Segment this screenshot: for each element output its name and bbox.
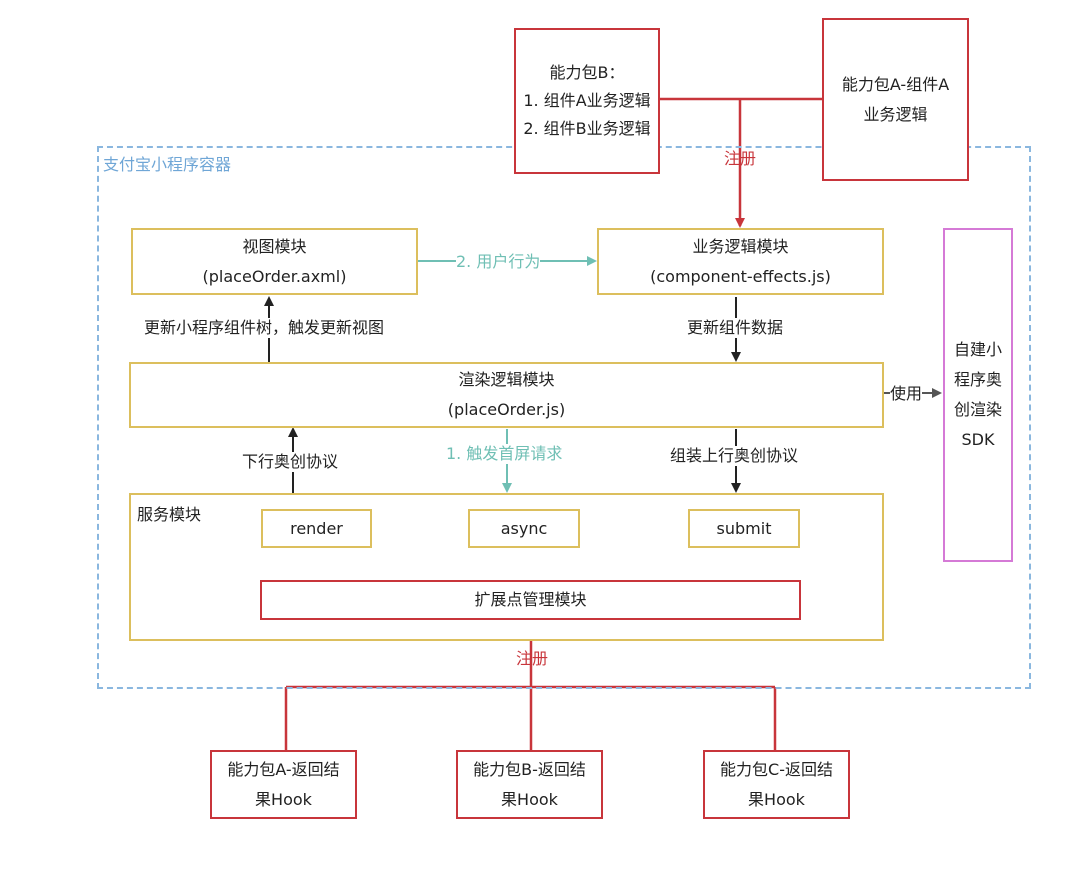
hook-a-line2: 果Hook <box>255 789 312 809</box>
user-action-label: 2. 用户行为 <box>456 252 541 272</box>
pkg-b-line2: 2. 组件B业务逻辑 <box>523 119 651 138</box>
business-module-file: (component-effects.js) <box>650 266 831 286</box>
capability-pack-b-box: 能力包B： 1. 组件A业务逻辑 2. 组件B业务逻辑 <box>514 28 660 174</box>
down-protocol-label: 下行奥创协议 <box>242 452 339 472</box>
first-screen-label: 1. 触发首屏请求 <box>446 444 563 464</box>
pkg-b-title: 能力包B： <box>549 63 625 82</box>
service-module-label: 服务模块 <box>137 505 202 524</box>
hook-c-line1: 能力包C-返回结 <box>720 759 833 779</box>
use-label: 使用 <box>890 384 923 404</box>
view-module-box: 视图模块 (placeOrder.axml) <box>131 228 418 295</box>
sdk-line2: 程序奥 <box>953 370 1002 389</box>
business-module-title: 业务逻辑模块 <box>692 236 789 256</box>
sdk-line1: 自建小 <box>953 340 1002 359</box>
hook-c-line2: 果Hook <box>748 789 805 809</box>
submit-service-box: submit <box>688 509 800 548</box>
submit-service-label: submit <box>716 518 772 538</box>
up-protocol-label: 组装上行奥创协议 <box>670 446 799 466</box>
extension-module-label: 扩展点管理模块 <box>474 590 587 609</box>
view-module-title: 视图模块 <box>242 236 307 256</box>
sdk-box: 自建小 程序奥 创渲染 SDK <box>943 228 1013 562</box>
hook-b-box: 能力包B-返回结 果Hook <box>456 750 603 819</box>
hook-a-box: 能力包A-返回结 果Hook <box>210 750 357 819</box>
sdk-line3: 创渲染 <box>953 400 1002 419</box>
async-service-box: async <box>468 509 580 548</box>
hook-b-line1: 能力包B-返回结 <box>473 759 586 779</box>
pkg-a-line2: 业务逻辑 <box>863 104 928 124</box>
business-logic-module-box: 业务逻辑模块 (component-effects.js) <box>597 228 884 295</box>
update-tree-label: 更新小程序组件树，触发更新视图 <box>144 318 385 338</box>
render-module-file: (placeOrder.js) <box>447 400 566 419</box>
update-data-label: 更新组件数据 <box>687 318 784 338</box>
async-service-label: async <box>500 518 548 538</box>
render-module-title: 渲染逻辑模块 <box>458 370 555 389</box>
view-module-file: (placeOrder.axml) <box>202 266 347 286</box>
sdk-line4: SDK <box>961 430 995 449</box>
render-service-box: render <box>261 509 372 548</box>
render-service-label: render <box>290 518 343 538</box>
container-label: 支付宝小程序容器 <box>103 155 232 174</box>
top-register-connector <box>660 97 822 228</box>
pkg-a-line1: 能力包A-组件A <box>841 74 950 94</box>
register-top-label: 注册 <box>724 149 757 168</box>
hook-b-line2: 果Hook <box>501 789 558 809</box>
hook-a-line1: 能力包A-返回结 <box>227 759 340 779</box>
capability-pack-a-box: 能力包A-组件A 业务逻辑 <box>822 18 969 181</box>
hook-c-box: 能力包C-返回结 果Hook <box>703 750 850 819</box>
register-bottom-label: 注册 <box>516 649 549 668</box>
pkg-b-line1: 1. 组件A业务逻辑 <box>523 91 651 110</box>
extension-point-module-box: 扩展点管理模块 <box>260 580 801 620</box>
render-logic-module-box: 渲染逻辑模块 (placeOrder.js) <box>129 362 884 428</box>
